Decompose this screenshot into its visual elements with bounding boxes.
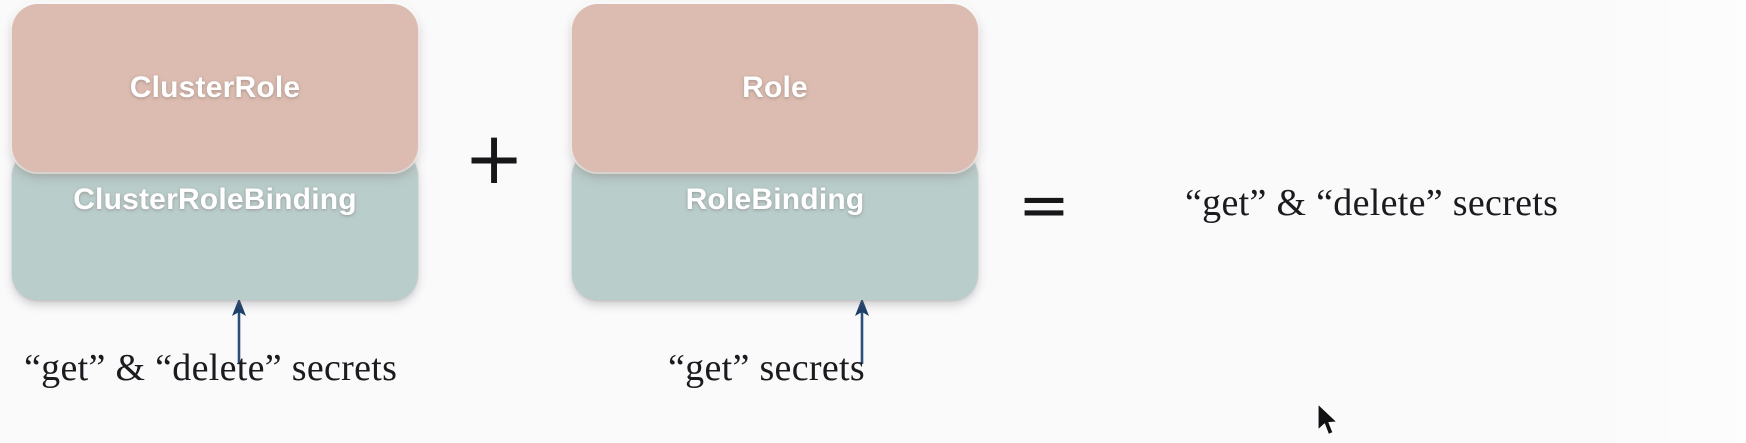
clusterrole-label: ClusterRole [129,71,301,104]
rolebinding-card[interactable]: RoleBinding [572,150,978,300]
cluster-permission-arrow-icon [232,298,246,364]
cluster-scope-group: ClusterRoleBinding ClusterRole [12,2,418,302]
role-card[interactable]: Role [572,4,978,172]
namespace-permission-caption: “get” secrets [668,347,865,389]
result-permission-caption: “get” & “delete” secrets [1185,182,1559,224]
role-label: Role [742,71,808,104]
rolebinding-label: RoleBinding [685,183,865,216]
clusterrolebinding-label: ClusterRoleBinding [73,183,357,216]
plus-operator: + [463,116,525,200]
clusterrole-card[interactable]: ClusterRole [12,4,418,172]
mouse-pointer-icon [1317,403,1338,436]
namespace-permission-arrow-icon [855,298,869,364]
equals-operator: = [1018,168,1070,241]
cluster-permission-caption: “get” & “delete” secrets [24,347,398,389]
clusterrolebinding-card[interactable]: ClusterRoleBinding [12,150,418,300]
namespace-scope-group: RoleBinding Role [572,2,978,302]
